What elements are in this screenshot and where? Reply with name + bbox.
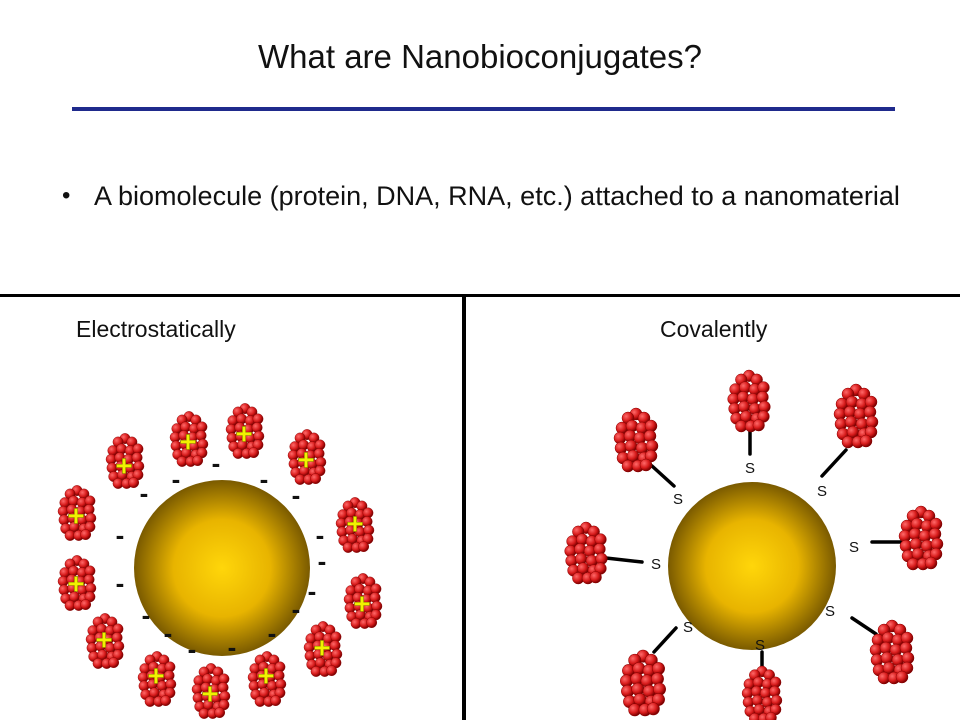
positive-charge: + (115, 450, 133, 483)
positive-charge: + (201, 678, 219, 711)
positive-charge: + (346, 508, 364, 541)
bullet-dot: • (62, 182, 71, 209)
sulfur-label: S (745, 460, 755, 477)
negative-charge: - (308, 576, 317, 606)
negative-charge: - (292, 480, 301, 510)
positive-charge: + (257, 660, 275, 693)
sulfur-label: S (651, 556, 661, 573)
positive-charge: + (313, 632, 331, 665)
negative-charge: - (228, 632, 237, 662)
linker-bond (652, 626, 678, 654)
protein-linked (620, 649, 666, 717)
negative-charge: - (116, 520, 125, 550)
negative-charge: - (212, 448, 221, 478)
sulfur-label: S (673, 491, 683, 508)
sulfur-label: S (817, 483, 827, 500)
title-underline (72, 107, 895, 111)
thiol-linkers (604, 420, 906, 674)
negative-charge: - (318, 546, 327, 576)
bullet-point: • A biomolecule (protein, DNA, RNA, etc.… (62, 178, 902, 214)
label-electrostatically: Electrostatically (76, 316, 236, 342)
sulfur-label: S (683, 619, 693, 636)
sulfur-label: S (755, 637, 765, 654)
positive-charge: + (297, 444, 315, 477)
protein-linked (727, 369, 771, 433)
negative-charges: - - - - - - - - - - - - - - - - (116, 448, 327, 664)
linker-bond (850, 616, 878, 636)
negative-charge: - (260, 464, 269, 494)
positive-charge: + (235, 418, 253, 451)
gold-nanoparticle-left (134, 480, 310, 656)
negative-charge: - (316, 520, 325, 550)
negative-charge: - (268, 618, 277, 648)
negative-charge: - (172, 464, 181, 494)
negative-charge: - (164, 618, 173, 648)
negative-charge: - (116, 568, 125, 598)
sulfur-label: S (825, 603, 835, 620)
linker-bond (650, 464, 676, 488)
gold-nanoparticle-right (668, 482, 836, 650)
positive-charges: + + + + + + + + + + + + + (67, 418, 371, 712)
panel-divider-vertical (462, 294, 466, 720)
protein-linked (898, 505, 944, 571)
linker-bond (604, 556, 644, 564)
positive-charge: + (67, 500, 85, 533)
sulfur-labels: S S S S S S S S (651, 460, 859, 654)
protein-linked (833, 383, 879, 449)
negative-charge: - (142, 600, 151, 630)
panel-divider-horizontal (0, 294, 960, 297)
protein-linked (741, 665, 783, 720)
bullet-text: A biomolecule (protein, DNA, RNA, etc.) … (94, 181, 900, 211)
protein-linked (613, 407, 659, 473)
protein-linked (564, 521, 608, 585)
positive-charge: + (147, 660, 165, 693)
protein-linked (869, 619, 915, 685)
positive-charge: + (67, 568, 85, 601)
negative-charge: - (140, 478, 149, 508)
positive-charge: + (179, 426, 197, 459)
positive-charge: + (95, 624, 113, 657)
slide-title: What are Nanobioconjugates? (258, 38, 702, 75)
negative-charge: - (188, 634, 197, 664)
positive-charge: + (353, 588, 371, 621)
negative-charge: - (292, 594, 301, 624)
sulfur-label: S (849, 539, 859, 556)
linker-bond (820, 448, 848, 478)
label-covalently: Covalently (660, 316, 768, 342)
